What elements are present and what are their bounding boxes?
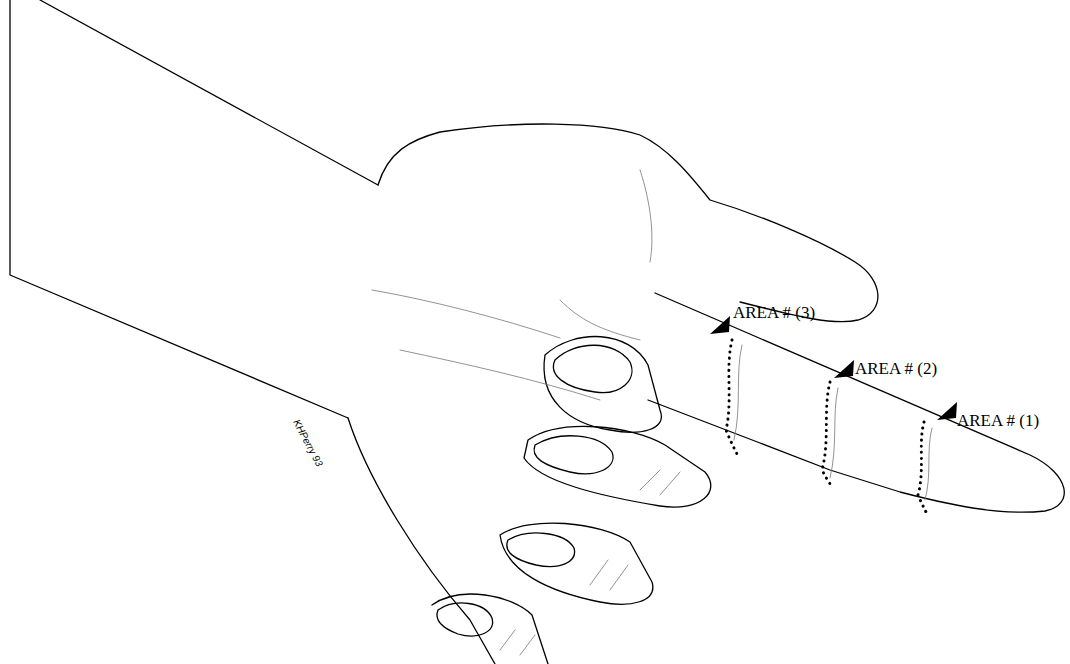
artist-signature: KHPerry 93 xyxy=(291,418,324,468)
palm-edge xyxy=(348,418,495,664)
finger-nail xyxy=(534,436,613,474)
area-label: AREA # (3) xyxy=(733,304,815,321)
hand-back xyxy=(378,124,878,322)
arm-outline xyxy=(40,0,378,185)
skin-crease xyxy=(400,350,600,400)
area-boundary xyxy=(918,422,926,512)
finger-nail xyxy=(507,533,575,566)
skin-crease xyxy=(734,345,742,440)
skin-crease xyxy=(640,470,680,495)
area-label: AREA # (2) xyxy=(855,360,937,377)
pointer-arrowhead xyxy=(710,316,730,334)
pointer-arrowhead xyxy=(834,360,854,378)
skin-crease xyxy=(640,170,652,262)
area-boundary xyxy=(726,340,738,456)
curled-finger xyxy=(432,594,548,664)
pointer-arrowhead xyxy=(937,402,957,420)
finger-nail xyxy=(437,603,493,636)
skin-crease xyxy=(590,560,628,590)
curled-finger xyxy=(500,523,653,604)
curled-finger xyxy=(544,337,661,433)
finger-nail xyxy=(553,345,631,392)
skin-crease xyxy=(830,388,838,478)
curled-finger xyxy=(524,426,711,507)
area-boundary xyxy=(822,382,833,488)
skin-crease xyxy=(925,428,932,500)
index-finger xyxy=(648,293,1064,512)
skin-crease xyxy=(500,630,535,655)
area-label: AREA # (1) xyxy=(957,412,1039,429)
skin-crease xyxy=(560,300,640,340)
arm-outline xyxy=(10,0,348,418)
skin-crease xyxy=(372,290,560,338)
